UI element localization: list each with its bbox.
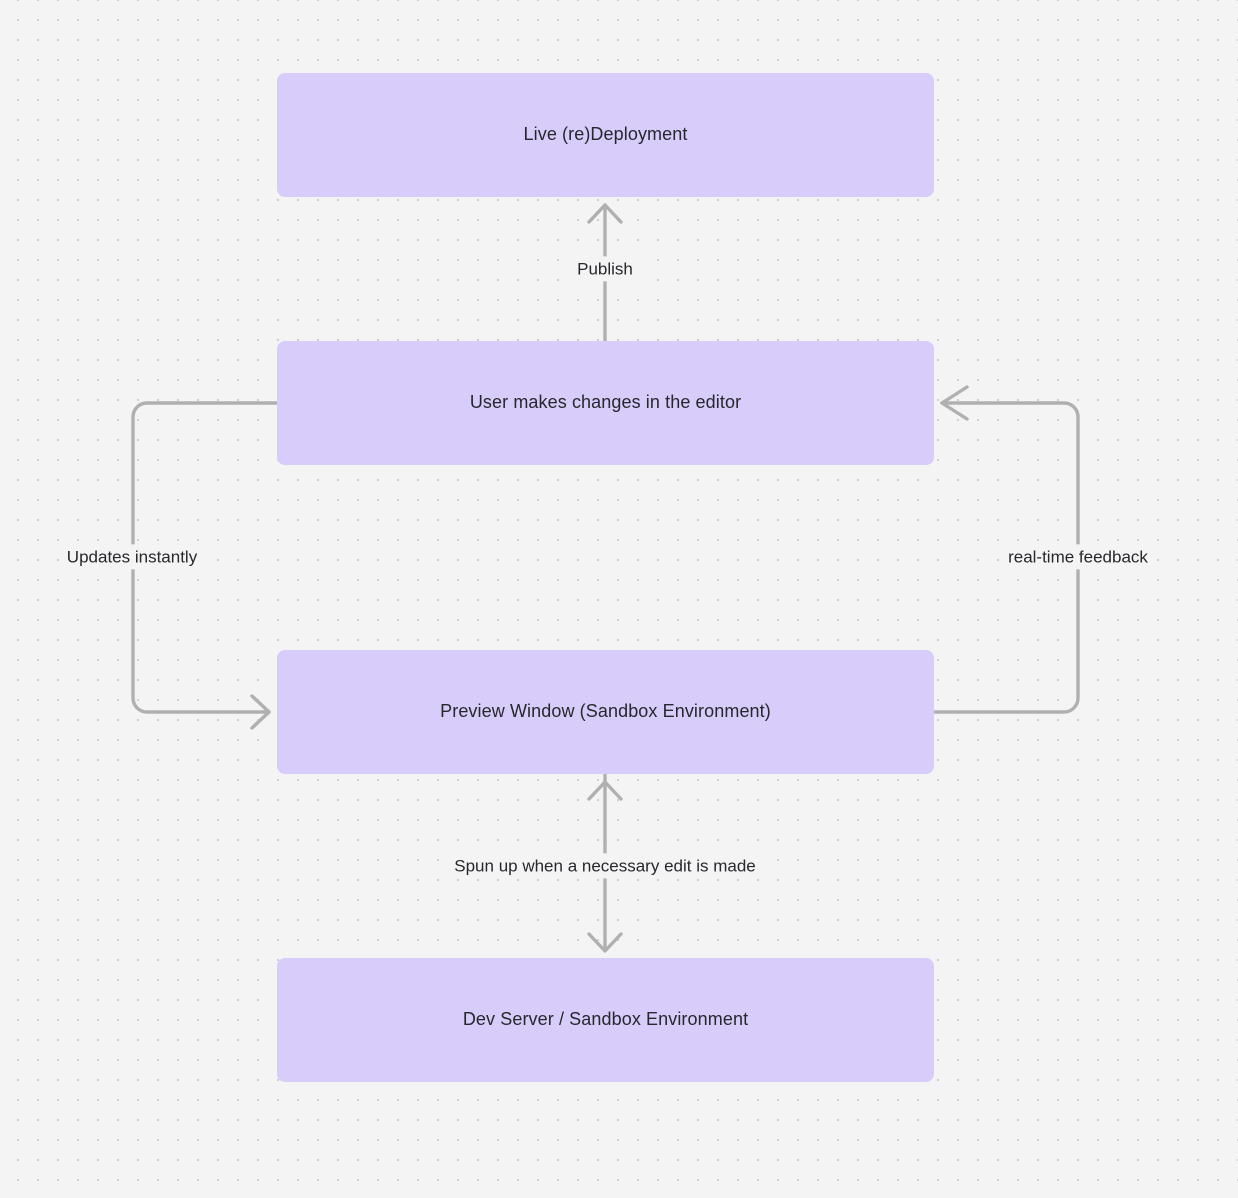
node-live-redeployment[interactable]: Live (re)Deployment: [277, 73, 934, 197]
edge-label-updates-instantly: Updates instantly: [60, 544, 204, 570]
node-dev-server-label: Dev Server / Sandbox Environment: [462, 1009, 749, 1030]
node-user-makes-changes[interactable]: User makes changes in the editor: [277, 341, 934, 465]
node-dev-server[interactable]: Dev Server / Sandbox Environment: [277, 958, 934, 1082]
node-preview-window-label: Preview Window (Sandbox Environment): [440, 701, 771, 722]
node-user-makes-changes-label: User makes changes in the editor: [469, 392, 742, 413]
edge-label-spun-up: Spun up when a necessary edit is made: [448, 853, 762, 879]
node-live-redeployment-label: Live (re)Deployment: [523, 124, 688, 145]
edge-label-publish: Publish: [571, 256, 639, 282]
node-preview-window[interactable]: Preview Window (Sandbox Environment): [277, 650, 934, 774]
edge-label-real-time-feedback: real-time feedback: [1002, 544, 1154, 570]
